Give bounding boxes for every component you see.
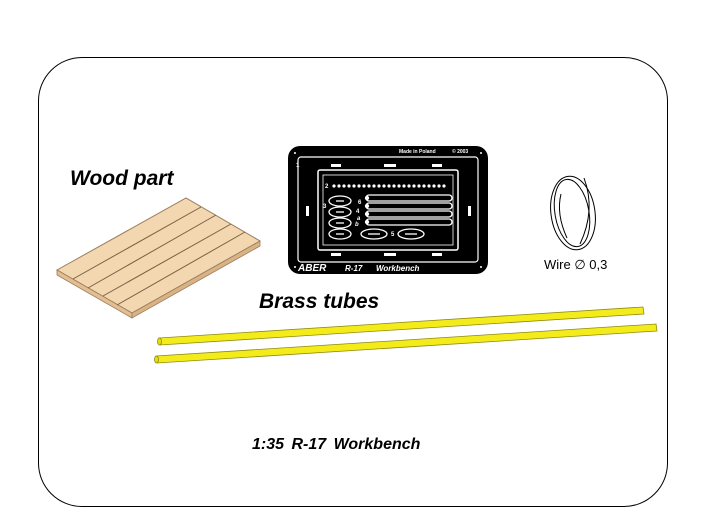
fret-dot-row	[332, 184, 446, 188]
part-letter-b: b	[355, 222, 359, 228]
part-letter-a: a	[357, 216, 361, 222]
wood-part	[55, 197, 262, 319]
fret-copyright: © 2003	[452, 148, 468, 155]
fret-oval-parts	[328, 195, 352, 240]
wood-part-label: Wood part	[70, 167, 174, 190]
brass-tube-1	[157, 306, 645, 346]
fret-long-strips	[364, 194, 453, 226]
part-number-3: 3	[323, 204, 327, 210]
rounded-frame	[38, 57, 668, 507]
part-number-1: 1	[296, 163, 300, 169]
fret-brand: ABER	[297, 263, 327, 274]
photo-etched-fret: Made in Poland © 2003 ABER R-17 Workbenc…	[288, 146, 488, 274]
brass-tubes-label: Brass tubes	[259, 290, 380, 313]
part-number-6: 6	[358, 200, 362, 206]
part-number-5: 5	[391, 232, 395, 238]
wire-coil	[550, 175, 596, 251]
wire-label: Wire ∅ 0,3	[544, 257, 608, 272]
part-number-4: 4	[356, 209, 360, 215]
fret-code: R-17	[345, 264, 363, 273]
fret-bottom-ovals	[360, 228, 425, 240]
brass-tube-2	[154, 323, 658, 364]
footer-title: 1:35 R-17 Workbench	[252, 436, 421, 453]
part-number-2: 2	[325, 184, 329, 190]
fret-made-in: Made in Poland	[399, 149, 436, 155]
fret-name: Workbench	[376, 264, 420, 273]
